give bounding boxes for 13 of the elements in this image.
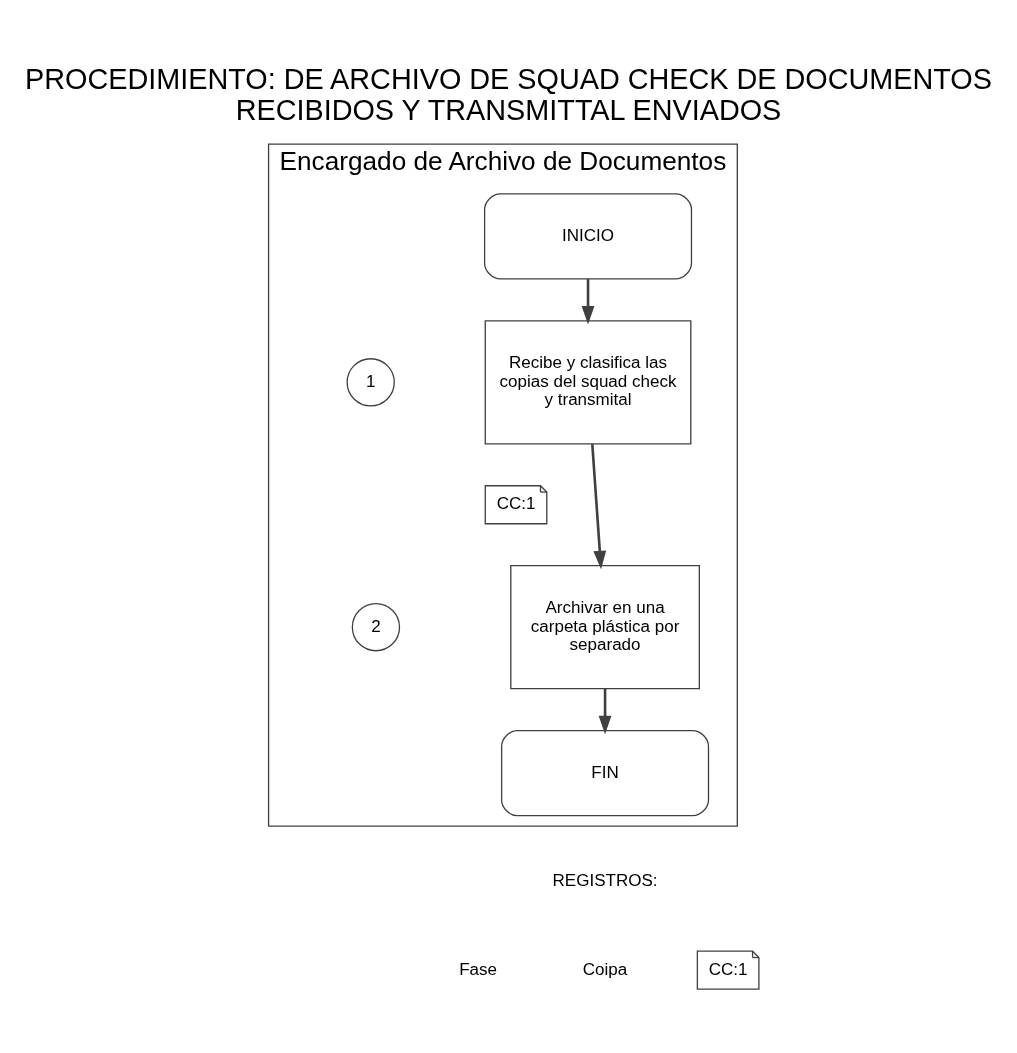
arrow (598, 688, 612, 734)
arrow (591, 443, 607, 569)
node-box: Archivar en una carpeta plástica por separado (510, 564, 700, 689)
node-circle: 2 (351, 602, 401, 651)
node-box: Recibe y clasifica las copias del squad check y transmital (484, 319, 692, 444)
label: Coipa (582, 959, 628, 979)
node-box: FIN (500, 729, 710, 816)
arrow (581, 278, 595, 324)
node-box: INICIO (483, 192, 693, 280)
node-circle: 1 (346, 357, 395, 407)
label: REGISTROS: (552, 870, 658, 890)
diagram-title: PROCEDIMIENTO: DE ARCHIVO DE SQUAD CHECK DE DOCUMENTOS RECIBIDOS Y TRANSMITTAL ENVIADOS (25, 62, 992, 126)
label: Fase (459, 959, 497, 979)
